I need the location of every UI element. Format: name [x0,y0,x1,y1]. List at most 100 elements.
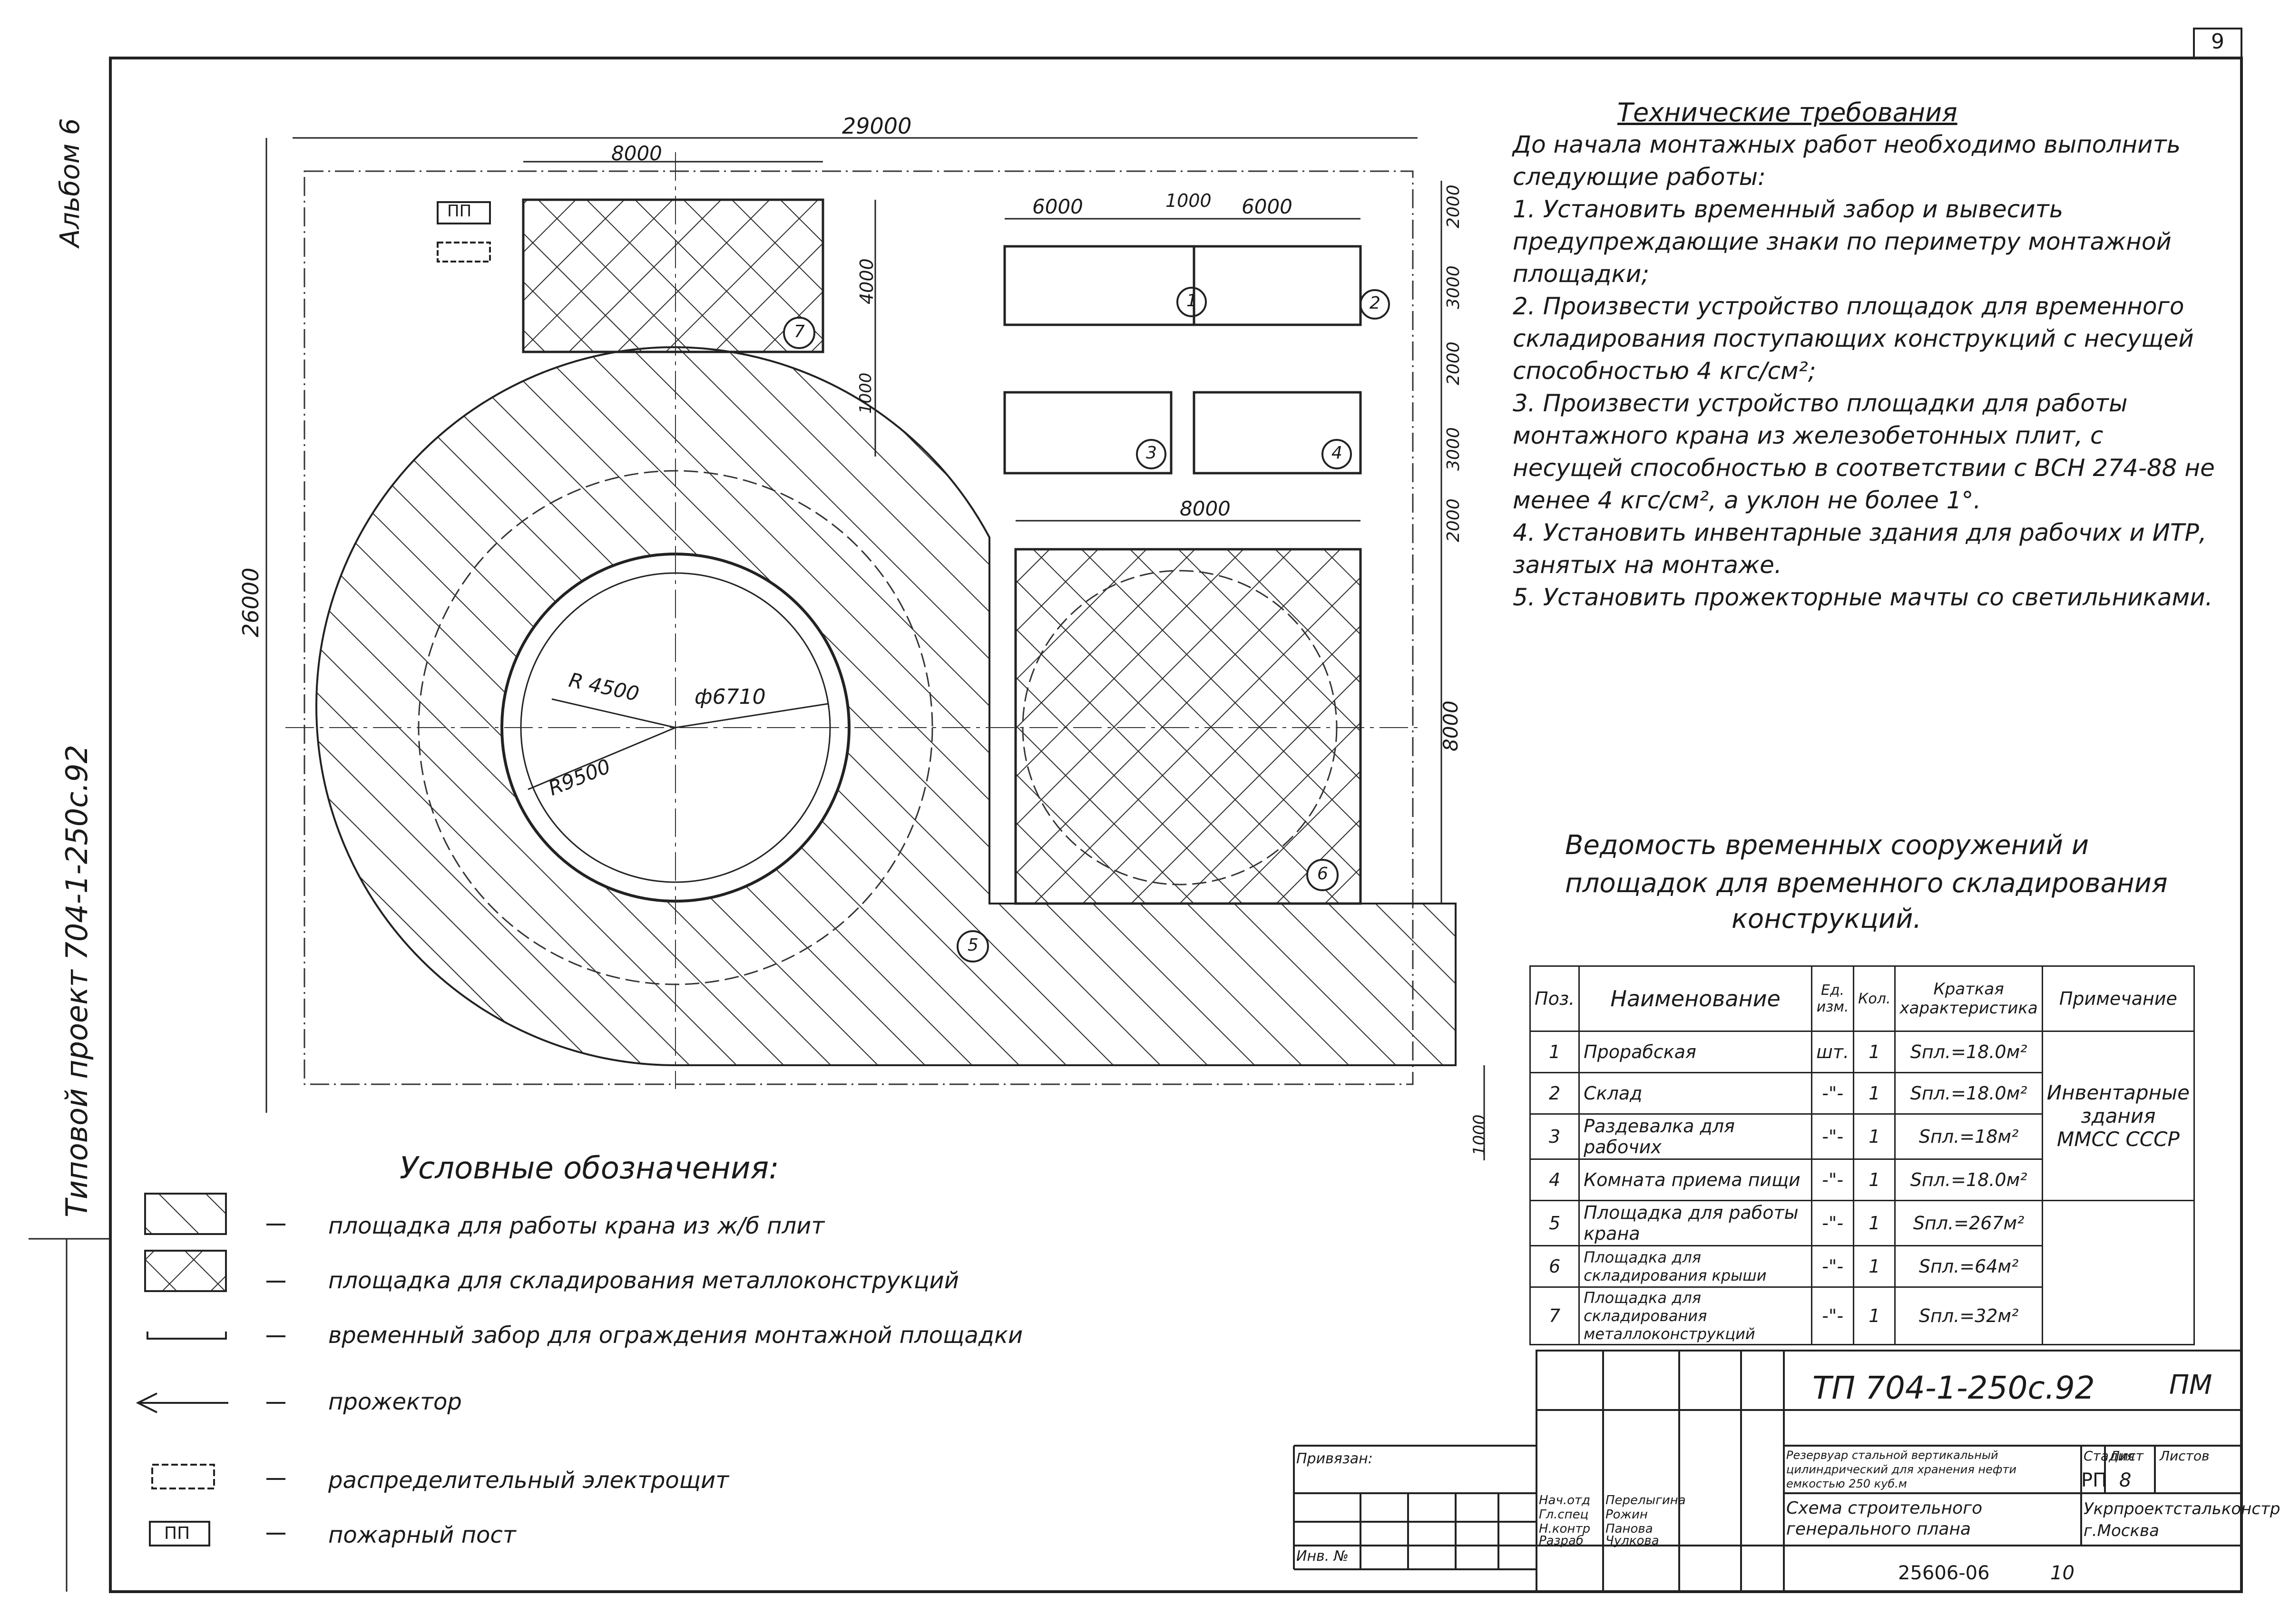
row-note: Инвентарные здания ММСС СССР [2041,1031,2195,1201]
row-char: Sпл.=18м² [1894,1113,2043,1160]
dim-bottom-gap: 1000 [1470,1114,1489,1156]
legend-item-crane: площадка для работы крана из ж/б плит [328,1213,825,1239]
sheets-label: Листов [2160,1448,2210,1464]
legend-pp-label: ПП [164,1524,190,1543]
row-pos: 6 [1529,1245,1580,1288]
legend-item-storage: площадка для складирования металлоконстр… [328,1267,959,1294]
legend-pp-symbol [149,1521,210,1546]
role-2: Гл.спец [1539,1507,1589,1522]
sheet-number-box [2193,28,2242,59]
row-pos: 2 [1529,1072,1580,1115]
sheet-value: 8 [2119,1469,2132,1491]
dim-diameter: ф6710 [695,685,766,709]
vedomost-title-3: конструкций. [1732,904,1922,934]
stage-label: Стадия [2084,1448,2135,1464]
sheet-frame [109,57,2243,1593]
dim-storage-bottom-height: 8000 [1439,700,1462,751]
legend-item-panel: распределительный электрощит [328,1467,729,1494]
dim-bldg-right: 6000 [1242,195,1292,218]
row-qty: 1 [1853,1113,1896,1160]
row-unit: -"- [1811,1245,1855,1288]
row-name: Площадка для складирования крыши [1578,1245,1813,1288]
dim-right-2: 3000 [1444,265,1463,309]
row-note-empty [2041,1200,2195,1345]
dim-right-5: 2000 [1444,498,1463,542]
vedomost-table: Поз. Наименование Ед. изм. Кол. Краткая … [1529,965,2195,1345]
legend-item-floodlight: прожектор [328,1389,462,1415]
legend-title: Условные обозначения: [400,1151,779,1186]
sheet-label: Лист [2110,1448,2143,1464]
side-project-label: Типовой проект 704-1-250с.92 [59,745,94,1217]
col-char: Краткая характеристика [1894,965,2043,1032]
requirement-3: 3. Произвести устройство площадки для ра… [1513,389,2215,514]
dim-storage-top-height: 4000 [856,258,877,304]
requirement-1: 1. Установить временный забор и вывесить… [1513,195,2172,288]
legend-fence-symbol [147,1332,227,1340]
storage-platform-7 [522,198,824,353]
title-mark: ПМ [2169,1370,2212,1400]
table-row: 5 Площадка для работы крана -"- 1 Sпл.=2… [1529,1200,2195,1345]
col-note: Примечание [2041,965,2195,1032]
row-pos: 5 [1529,1200,1580,1246]
organization: Укрпроектстальконструкция г.Москва [2084,1499,2280,1540]
marker-5: 5 [968,935,979,955]
building-2 [1193,245,1362,326]
legend-item-fence: временный забор для ограждения монтажной… [328,1322,1023,1349]
row-name: Раздевалка для рабочих [1578,1113,1813,1160]
requirement-4: 4. Установить инвентарные здания для раб… [1513,519,2207,579]
requirement-5: 5. Установить прожекторные мачты со свет… [1513,583,2213,611]
title-block [1293,1350,2242,1593]
site-boundary [303,170,1414,1085]
archive-number: 25606-06 [1898,1562,1990,1584]
row-unit: -"- [1811,1200,1855,1246]
row-unit: -"- [1811,1286,1855,1345]
legend-panel-symbol [151,1464,215,1489]
vedomost-title-1: Ведомость временных сооружений и [1565,830,2089,861]
dim-total-height: 26000 [238,567,264,637]
row-qty: 1 [1853,1200,1896,1246]
storage-platform-6 [1014,548,1362,905]
row-unit: -"- [1811,1158,1855,1201]
table-row: 7 Площадка для складирования металлоконс… [1529,1286,2194,1345]
table-row: 6 Площадка для складирования крыши -"- 1… [1529,1245,2194,1288]
row-qty: 1 [1853,1245,1896,1288]
row-char: Sпл.=18.0м² [1894,1031,2043,1073]
row-unit: шт. [1811,1031,1855,1073]
table-row: 3 Раздевалка для рабочих -"- 1 Sпл.=18м² [1529,1113,2194,1160]
stage-value: РП [2081,1469,2107,1491]
dim-bldg-left: 6000 [1032,195,1083,218]
marker-2: 2 [1370,293,1380,313]
row-name: Прорабская [1578,1031,1813,1073]
name-2: Рожин [1605,1507,1648,1522]
row-name: Площадка для работы крана [1578,1200,1813,1246]
name-3: Панова [1605,1522,1653,1536]
row-pos: 4 [1529,1158,1580,1201]
row-pos: 7 [1529,1286,1580,1345]
building-3 [1003,391,1173,475]
row-name: Площадка для складирования металлоконстр… [1578,1286,1813,1345]
row-pos: 3 [1529,1113,1580,1160]
role-3: Н.контр [1539,1522,1591,1536]
row-qty: 1 [1853,1158,1896,1201]
table-row: 1 Прорабская шт. 1 Sпл.=18.0м² Инвентарн… [1529,1031,2195,1201]
name-4: Чулкова [1605,1534,1659,1548]
dim-right-4: 3000 [1444,427,1463,471]
row-qty: 1 [1853,1072,1896,1115]
row-unit: -"- [1811,1072,1855,1115]
table-row: 4 Комната приема пищи -"- 1 Sпл.=18.0м² [1529,1158,2194,1201]
plan-pp-label: ПП [447,202,472,221]
dim-top-gap: 1000 [856,372,875,414]
archive-sheet: 10 [2050,1562,2075,1584]
row-qty: 1 [1853,1031,1896,1073]
requirements-title: Технические требования [1617,97,1957,127]
dim-storage-bottom-width: 8000 [1180,497,1231,520]
legend-item-fire-post: пожарный пост [328,1522,516,1548]
vedomost-header-row: Поз. Наименование Ед. изм. Кол. Краткая … [1529,965,2195,1032]
title-code: ТП 704-1-250с.92 [1812,1370,2095,1406]
marker-7: 7 [794,322,805,341]
vedomost-title-2: площадок для временного складирования [1565,868,2168,899]
requirement-2: 2. Произвести устройство площадок для вр… [1513,292,2194,385]
album-label: Альбом 6 [55,118,86,247]
marker-6: 6 [1317,864,1328,884]
